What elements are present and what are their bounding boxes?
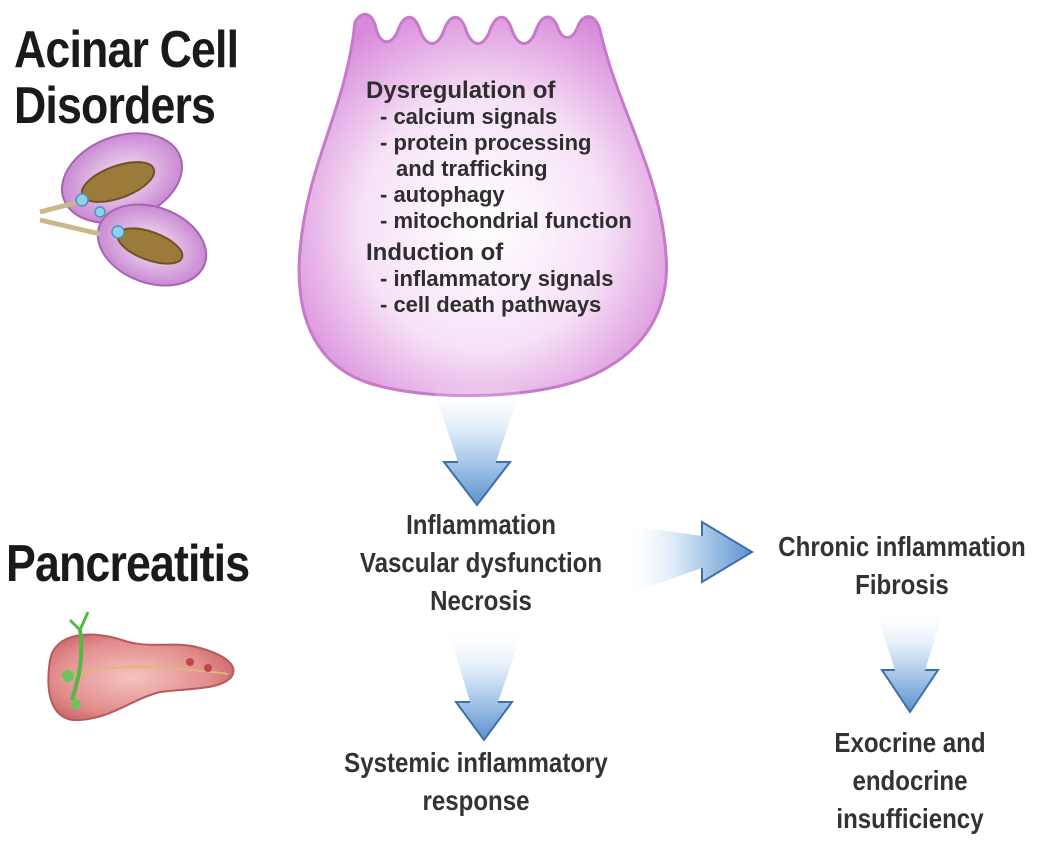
node-line: Necrosis bbox=[430, 585, 532, 616]
acinar-title-line2: Disorders bbox=[14, 77, 216, 135]
arrow-cell-to-center bbox=[432, 385, 522, 507]
node-line: Exocrine and bbox=[834, 727, 986, 758]
node-line: Inflammation bbox=[406, 509, 556, 540]
cell-item: - autophagy bbox=[380, 182, 505, 207]
cell-item: - mitochondrial function bbox=[380, 208, 632, 233]
systemic-node: Systemic inflammatory response bbox=[328, 744, 624, 820]
cell-item: - protein processing bbox=[380, 130, 592, 155]
node-line: Vascular dysfunction bbox=[359, 547, 603, 578]
cell-text-block: Dysregulation of - calcium signals - pro… bbox=[366, 78, 632, 318]
cell-item: and trafficking bbox=[396, 156, 548, 181]
arrow-center-to-chronic bbox=[625, 520, 754, 595]
cell-item: - calcium signals bbox=[380, 104, 558, 129]
node-line: Chronic inflammation bbox=[778, 531, 1026, 562]
arrow-chronic-to-insufficiency bbox=[875, 608, 945, 714]
node-line: response bbox=[422, 785, 530, 816]
node-line: Systemic inflammatory bbox=[344, 747, 608, 778]
dysregulation-heading: Dysregulation of bbox=[366, 77, 556, 104]
induction-heading: Induction of bbox=[366, 239, 504, 266]
cell-item: - inflammatory signals bbox=[380, 266, 614, 291]
pancreatitis-title: Pancreatitis bbox=[6, 535, 250, 593]
cell-item: - cell death pathways bbox=[380, 292, 602, 317]
node-line: insufficiency bbox=[836, 803, 984, 834]
acinar-disorders-title: Acinar Cell Disorders bbox=[14, 21, 239, 135]
pancreas-illustration bbox=[47, 611, 235, 722]
arrow-center-to-systemic bbox=[448, 628, 524, 742]
node-line: endocrine bbox=[852, 765, 968, 796]
acinar-lobule-illustration bbox=[39, 132, 208, 287]
acinar-title-line1: Acinar Cell bbox=[14, 21, 239, 79]
node-line: Fibrosis bbox=[855, 569, 949, 600]
insufficiency-node: Exocrine and endocrine insufficiency bbox=[798, 724, 1022, 838]
center-node: Inflammation Vascular dysfunction Necros… bbox=[339, 506, 623, 620]
chronic-node: Chronic inflammation Fibrosis bbox=[773, 528, 1031, 604]
acinar-cell-shape bbox=[297, 12, 668, 397]
